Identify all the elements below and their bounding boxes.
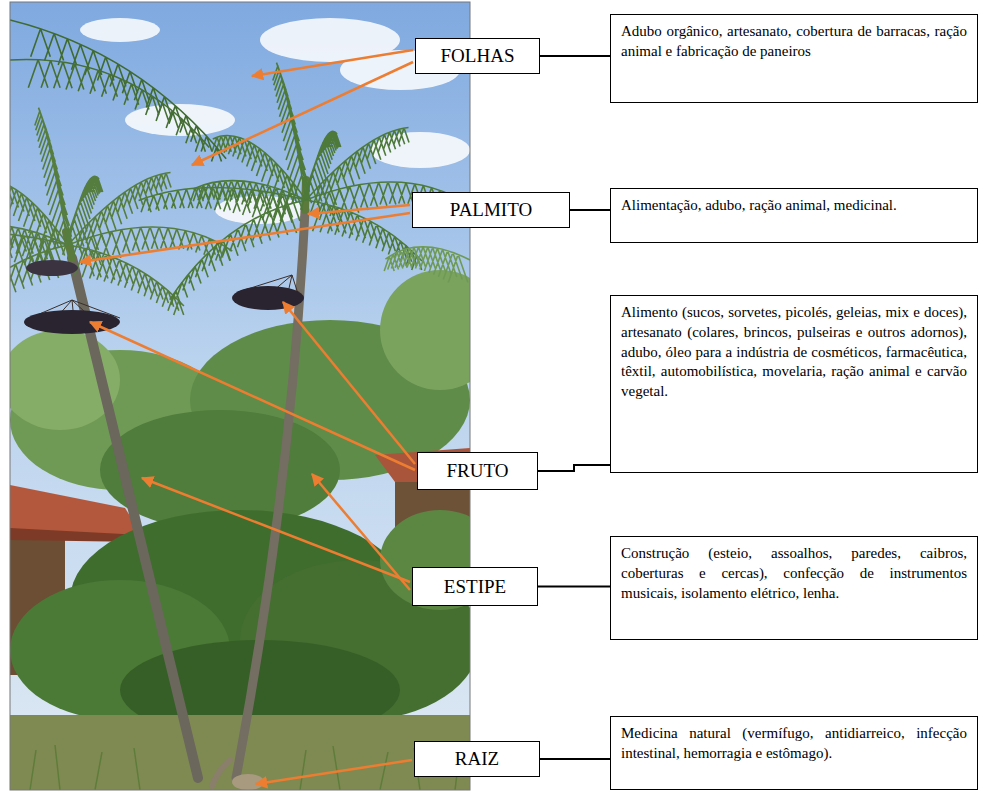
part-name: RAIZ xyxy=(455,748,499,770)
use-box: Medicina natural (vermífugo, antidiarrei… xyxy=(610,716,978,790)
part-label: PALMITO xyxy=(412,192,570,228)
fruit-clusters xyxy=(24,260,304,334)
palm-frond xyxy=(10,20,226,162)
palm-frond xyxy=(10,60,209,152)
part-name: FOLHAS xyxy=(441,45,515,67)
part-label: FRUTO xyxy=(417,452,538,490)
palm-frond xyxy=(35,108,74,249)
palm-frond xyxy=(273,63,312,204)
part-label: FOLHAS xyxy=(415,38,540,74)
palm-frond xyxy=(384,247,470,283)
use-text: Alimentação, adubo, ração animal, medici… xyxy=(621,196,967,216)
use-box: Construção (esteio, assoalhos, paredes, … xyxy=(610,536,978,640)
palm-frond xyxy=(139,188,306,223)
use-text: Medicina natural (vermífugo, antidiarrei… xyxy=(621,724,967,764)
part-label: ESTIPE xyxy=(412,567,538,606)
connector-line xyxy=(538,465,610,471)
palm-trunks xyxy=(66,180,306,790)
part-label: RAIZ xyxy=(414,741,540,777)
use-box: Adubo orgânico, artesanato, cobertura de… xyxy=(610,14,978,103)
part-name: ESTIPE xyxy=(444,576,506,598)
photo-frame xyxy=(10,2,470,790)
palm-crowns xyxy=(10,20,470,350)
leader-lines xyxy=(80,50,415,784)
bushes xyxy=(10,510,470,740)
connector-line xyxy=(538,586,610,588)
use-text: Construção (esteio, assoalhos, paredes, … xyxy=(621,544,967,603)
part-name: FRUTO xyxy=(447,460,509,482)
connector-line xyxy=(540,55,610,57)
part-name: PALMITO xyxy=(450,199,532,221)
use-text: Adubo orgânico, artesanato, cobertura de… xyxy=(621,22,967,62)
connector-line xyxy=(570,209,610,211)
use-text: Alimento (sucos, sorvetes, picolés, gele… xyxy=(621,303,967,402)
use-box: Alimento (sucos, sorvetes, picolés, gele… xyxy=(610,295,978,473)
connector-line xyxy=(540,758,610,760)
use-box: Alimentação, adubo, ração animal, medici… xyxy=(610,188,978,243)
